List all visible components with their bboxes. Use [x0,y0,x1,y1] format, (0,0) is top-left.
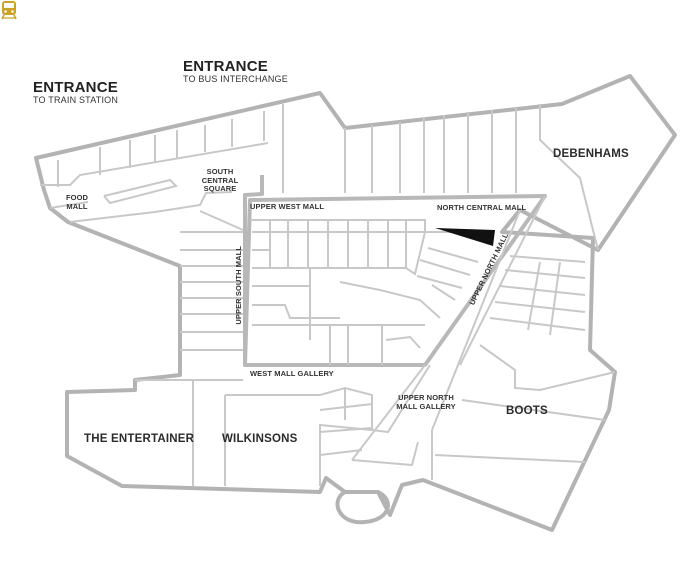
store-boots[interactable]: BOOTS [506,405,548,417]
south-central-square-line-1: SOUTH [206,167,234,176]
food-mall-line-1: FOOD [65,193,89,202]
north-central-mall-label: NORTH CENTRAL MALL [437,203,527,212]
food-mall-line-2: MALL [66,201,88,211]
bus-entrance-title: ENTRANCE [183,58,268,75]
store-the-entertainer[interactable]: THE ENTERTAINER [84,433,195,445]
train-entrance-subtitle: TO TRAIN STATION [33,95,119,105]
train-icon [1,1,17,20]
south-central-square-line-3: SQUARE [203,184,237,194]
upper-north-mall-gallery-line-1: UPPER NORTH [398,393,454,402]
upper-north-mall-gallery-line-2: MALL GALLERY [396,401,456,411]
highlighted-unit[interactable] [435,228,495,246]
south-central-square-label: SOUTH CENTRAL SQUARE [196,167,244,194]
train-entrance-title: ENTRANCE [33,79,118,96]
rotunda [335,490,390,525]
building-outline [34,74,677,532]
upper-north-mall-gallery-label: UPPER NORTH MALL GALLERY [391,393,461,411]
store-wilkinsons[interactable]: WILKINSONS [222,433,298,445]
upper-south-mall-label: UPPER SOUTH MALL [234,245,244,325]
south-central-square-line-2: CENTRAL [201,175,239,185]
west-mall-gallery-label: WEST MALL GALLERY [250,369,334,378]
store-debenhams[interactable]: DEBENHAMS [553,148,629,160]
bus-entrance-subtitle: TO BUS INTERCHANGE [183,74,288,84]
interior-walls [40,104,616,486]
upper-west-mall-label: UPPER WEST MALL [250,202,324,211]
food-mall-label: FOOD MALL [62,193,92,211]
